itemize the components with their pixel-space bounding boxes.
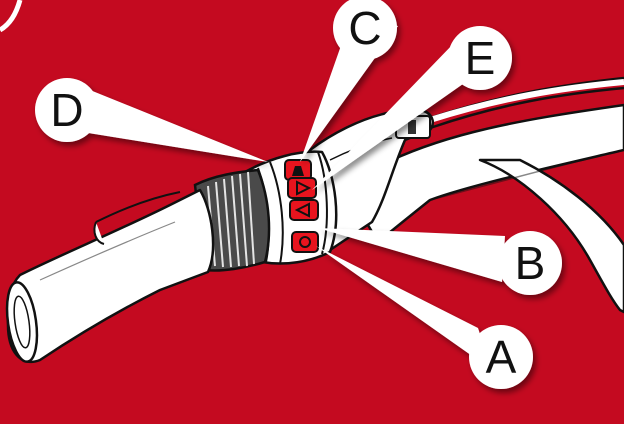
handlebar-tube bbox=[343, 103, 624, 314]
callout-e-label: E bbox=[465, 32, 496, 84]
callout-d-label: D bbox=[50, 84, 83, 136]
forward-icon bbox=[296, 180, 312, 196]
callout-e bbox=[312, 26, 512, 190]
callout-c bbox=[300, 0, 398, 162]
forward-button bbox=[287, 177, 317, 199]
bell-icon bbox=[292, 166, 304, 176]
control-buttons bbox=[284, 159, 319, 253]
callout-b bbox=[318, 228, 562, 295]
callout-d bbox=[35, 78, 268, 162]
power-icon bbox=[299, 236, 311, 248]
callout-a bbox=[316, 246, 533, 389]
power-button bbox=[291, 231, 319, 253]
callout-b-label: B bbox=[515, 237, 546, 289]
back-icon bbox=[294, 202, 310, 218]
callout-c-label: C bbox=[348, 2, 381, 54]
handle-grip bbox=[5, 188, 215, 363]
brake-cable-fill bbox=[429, 79, 624, 123]
back-button bbox=[289, 199, 319, 221]
bottom-strip bbox=[0, 424, 624, 434]
corner-circle-fragment bbox=[0, 0, 23, 33]
callout-a-label: A bbox=[486, 331, 517, 383]
